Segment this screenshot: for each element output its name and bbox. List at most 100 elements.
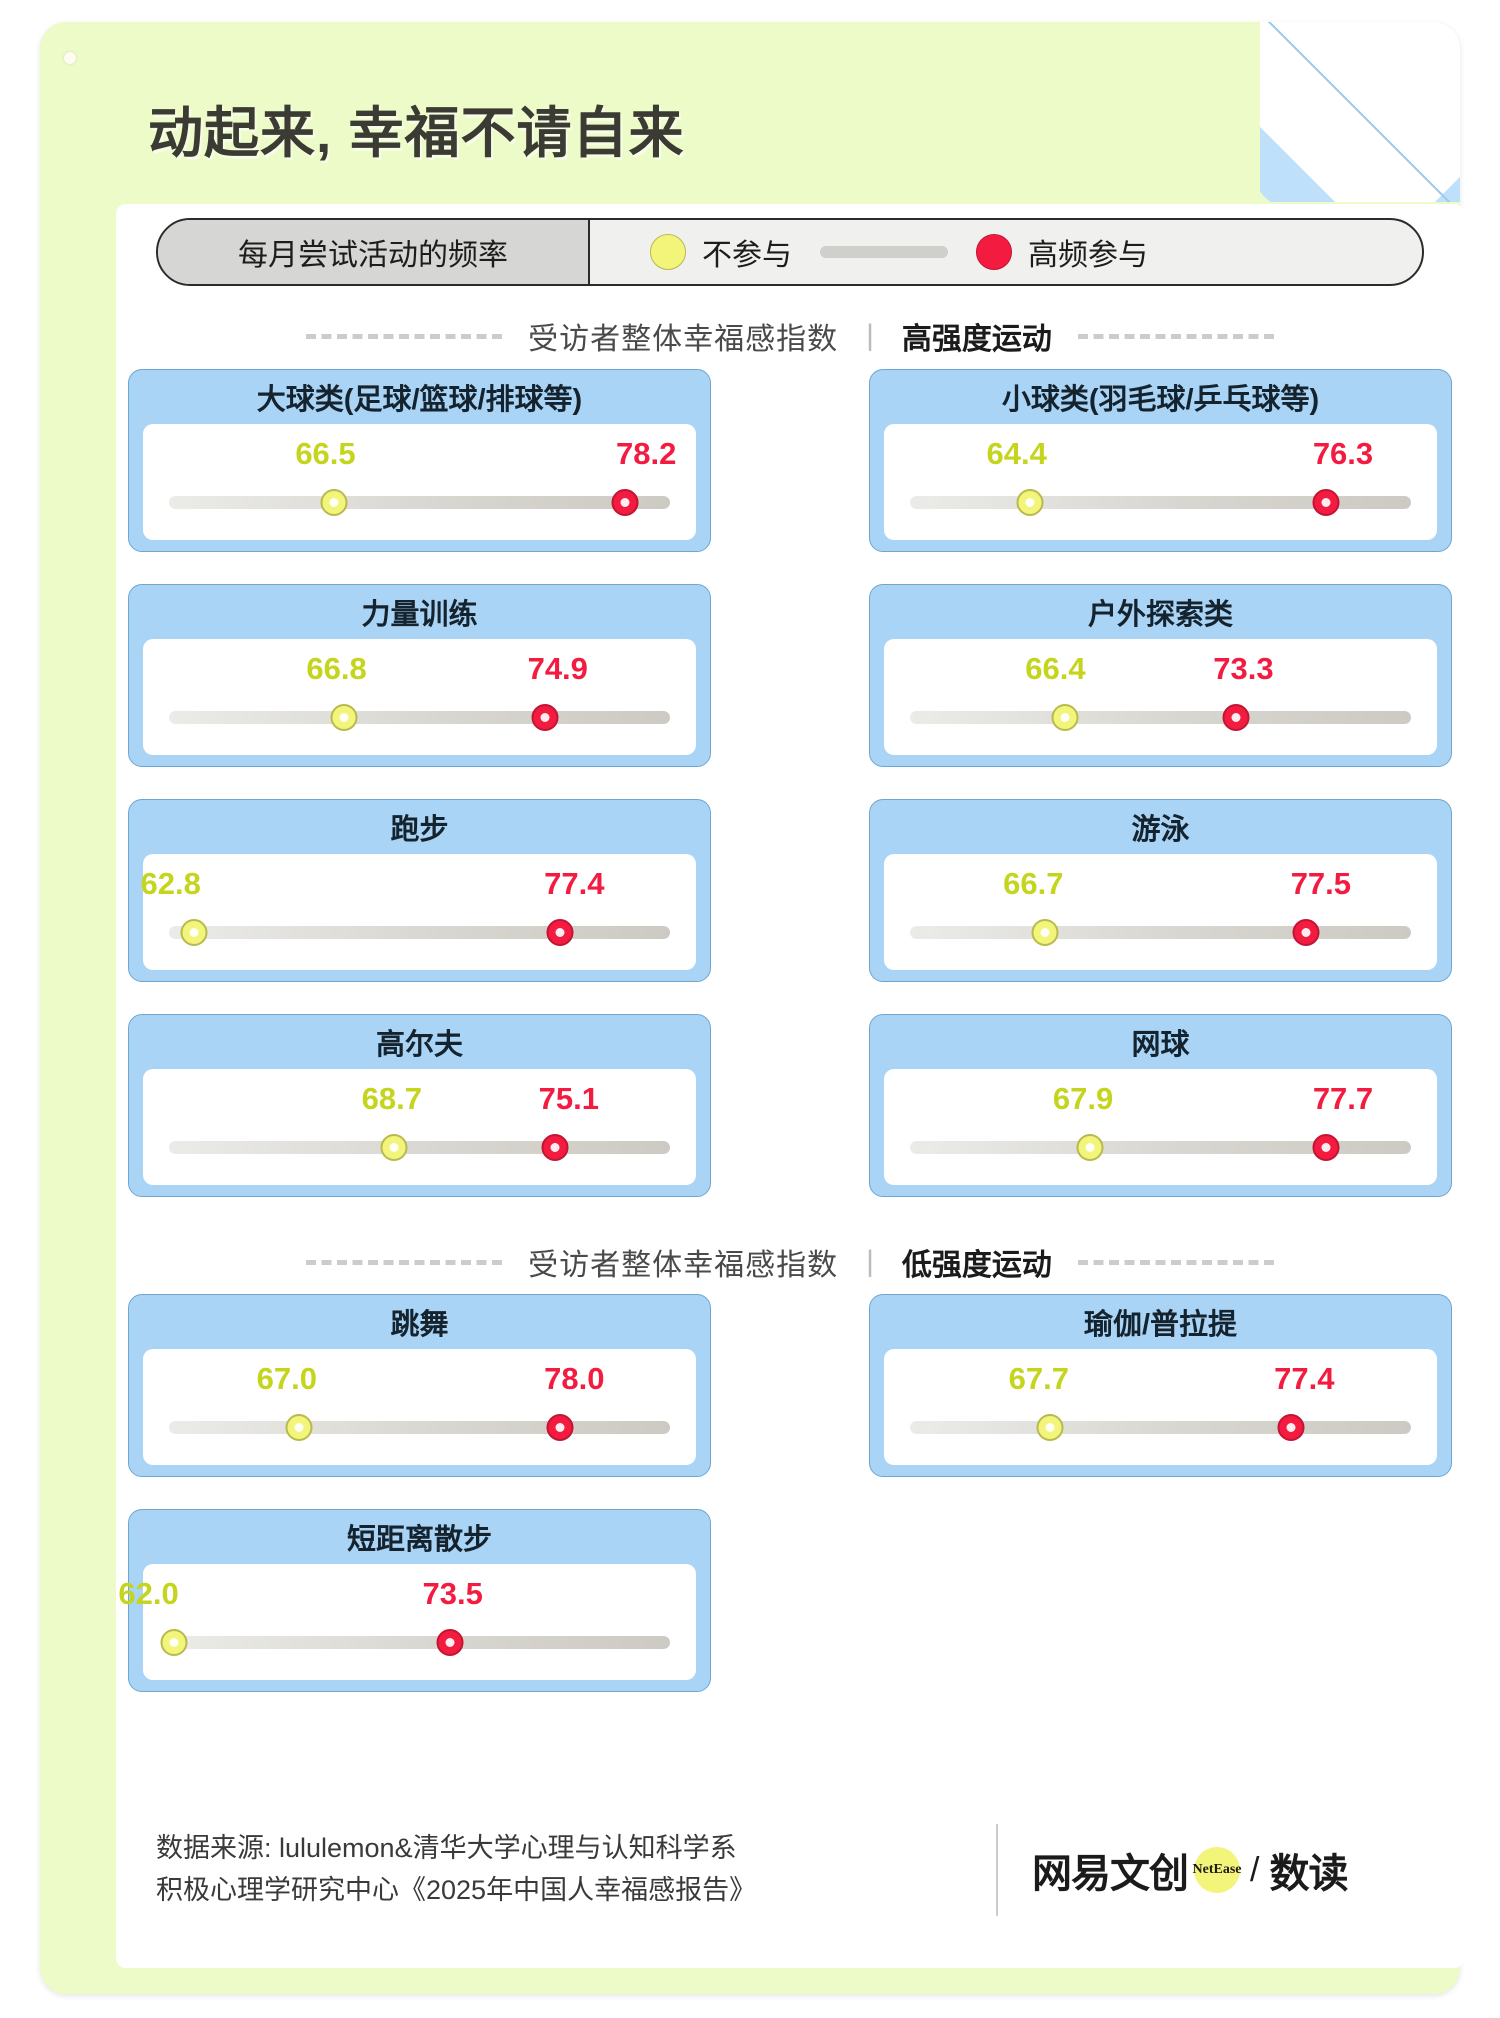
activity-label: 瑜伽/普拉提 <box>1083 1309 1238 1341</box>
activity-label: 游泳 <box>1131 814 1190 846</box>
slider-knob-high[interactable] <box>546 1414 574 1441</box>
knob-core <box>389 1143 399 1152</box>
slider-knob-high[interactable] <box>611 489 639 516</box>
legend-low-dot-icon <box>650 234 686 270</box>
slider-knob-high[interactable] <box>436 1629 464 1656</box>
value-row: 66.8 74.9 <box>143 639 696 695</box>
range-slider[interactable] <box>169 1134 670 1161</box>
activity-card[interactable]: 力量训练 66.8 74.9 <box>128 584 711 767</box>
legend-high-label: 高频参与 <box>1028 239 1148 272</box>
activity-card[interactable]: 小球类(羽毛球/乒乓球等) 64.4 76.3 <box>869 369 1452 552</box>
activity-slider-panel: 66.4 73.3 <box>884 639 1437 755</box>
value-high: 74.9 <box>527 651 588 686</box>
slider-knob-low[interactable] <box>380 1134 408 1161</box>
activity-slider-panel: 66.5 78.2 <box>143 424 696 540</box>
range-slider[interactable] <box>910 1414 1411 1441</box>
slider-knob-low[interactable] <box>285 1414 313 1441</box>
value-high: 77.7 <box>1312 1081 1374 1116</box>
slider-knob-low[interactable] <box>1031 919 1059 946</box>
range-slider[interactable] <box>169 489 670 516</box>
activity-card[interactable]: 短距离散步 62.0 73.5 <box>118 1509 711 1692</box>
section-separator: | <box>866 319 874 352</box>
range-slider[interactable] <box>169 1414 670 1441</box>
slider-track <box>910 1141 1411 1154</box>
knob-core <box>1321 498 1331 507</box>
slider-knob-high[interactable] <box>546 919 574 946</box>
activity-label: 跑步 <box>390 814 449 846</box>
activity-label: 高尔夫 <box>375 1029 463 1061</box>
page-title: 动起来, 幸福不请自来 <box>148 102 685 164</box>
slider-knob-high[interactable] <box>541 1134 569 1161</box>
value-row: 67.0 78.0 <box>143 1349 696 1405</box>
activity-label: 网球 <box>1131 1029 1190 1061</box>
activity-card[interactable]: 游泳 66.7 77.5 <box>869 799 1452 982</box>
slider-knob-low[interactable] <box>1036 1414 1064 1441</box>
activity-card[interactable]: 户外探索类 66.4 73.3 <box>869 584 1452 767</box>
slider-track <box>169 1141 670 1154</box>
value-row: 67.7 77.4 <box>884 1349 1437 1405</box>
slider-knob-low[interactable] <box>1076 1134 1104 1161</box>
slider-knob-low[interactable] <box>160 1629 188 1656</box>
data-source-line-2: 积极心理学研究中心《2025年中国人幸福感报告》 <box>156 1875 757 1905</box>
knob-core <box>1040 928 1050 937</box>
activity-card[interactable]: 网球 67.9 77.7 <box>869 1014 1452 1197</box>
activity-label: 力量训练 <box>361 599 478 631</box>
legend-bar: 每月尝试活动的频率 不参与 高频参与 <box>156 218 1424 286</box>
slider-knob-low[interactable] <box>1016 489 1044 516</box>
activity-slider-panel: 64.4 76.3 <box>884 424 1437 540</box>
activity-card[interactable]: 跑步 62.8 77.4 <box>128 799 711 982</box>
range-slider[interactable] <box>169 919 670 946</box>
slider-knob-low[interactable] <box>330 704 358 731</box>
range-slider[interactable] <box>910 919 1411 946</box>
slider-knob-low[interactable] <box>180 919 208 946</box>
slider-knob-high[interactable] <box>531 704 559 731</box>
section-separator: | <box>866 1245 874 1278</box>
activity-slider-panel: 66.8 74.9 <box>143 639 696 755</box>
value-row: 66.5 78.2 <box>143 424 696 480</box>
range-slider[interactable] <box>910 704 1411 731</box>
range-slider[interactable] <box>910 489 1411 516</box>
legend-track <box>820 246 948 258</box>
section-emphasis: 低强度运动 <box>901 1249 1052 1282</box>
section-header-low-intensity: 受访者整体幸福感指数 | 低强度运动 <box>116 1240 1464 1284</box>
value-low: 66.4 <box>1025 651 1086 686</box>
slider-knob-high[interactable] <box>1292 919 1320 946</box>
range-slider[interactable] <box>169 704 670 731</box>
slider-knob-high[interactable] <box>1312 1134 1340 1161</box>
brand-logo: 网易文创 NetEase / 数读 <box>1032 1841 1348 1899</box>
knob-core <box>445 1638 455 1647</box>
value-low: 67.0 <box>256 1361 317 1396</box>
activity-card[interactable]: 大球类(足球/篮球/排球等) 66.5 78.2 <box>128 369 711 552</box>
activity-card[interactable]: 高尔夫 68.7 75.1 <box>128 1014 711 1197</box>
slider-knob-low[interactable] <box>320 489 348 516</box>
slider-knob-high[interactable] <box>1222 704 1250 731</box>
data-source-line-1: 数据来源: lululemon&清华大学心理与认知科学系 <box>156 1833 737 1864</box>
slider-knob-high[interactable] <box>1312 489 1340 516</box>
knob-core <box>555 928 565 937</box>
range-slider[interactable] <box>910 1134 1411 1161</box>
slider-track <box>910 1421 1411 1434</box>
divider-dash-left <box>306 1259 503 1265</box>
value-high: 76.3 <box>1312 436 1374 471</box>
value-row: 68.7 75.1 <box>143 1069 696 1125</box>
activity-card[interactable]: 瑜伽/普拉提 67.7 77.4 <box>869 1294 1452 1477</box>
slider-knob-low[interactable] <box>1051 704 1079 731</box>
section-header-high-intensity: 受访者整体幸福感指数 | 高强度运动 <box>116 314 1464 358</box>
legend-high-dot-icon <box>976 234 1012 270</box>
activity-label: 户外探索类 <box>1087 599 1233 631</box>
slider-track <box>169 496 670 509</box>
legend-low-label: 不参与 <box>702 239 792 272</box>
range-slider[interactable] <box>160 1629 670 1656</box>
value-row: 62.8 77.4 <box>140 854 696 910</box>
activity-card[interactable]: 跳舞 67.0 78.0 <box>128 1294 711 1477</box>
divider-dash-right <box>1077 333 1274 339</box>
green-card: 动起来, 幸福不请自来 每月尝试活动的频率 不参与 高频参与 受访者整体幸福感指… <box>40 22 1464 1994</box>
slider-knob-high[interactable] <box>1277 1414 1305 1441</box>
value-row: 67.9 77.7 <box>884 1069 1437 1125</box>
value-low: 67.7 <box>1008 1361 1069 1396</box>
section-emphasis: 高强度运动 <box>901 323 1052 356</box>
corner-dot <box>64 52 76 64</box>
legend-scale: 不参与 高频参与 <box>590 220 1422 284</box>
knob-core <box>540 713 550 722</box>
knob-core <box>1060 713 1070 722</box>
